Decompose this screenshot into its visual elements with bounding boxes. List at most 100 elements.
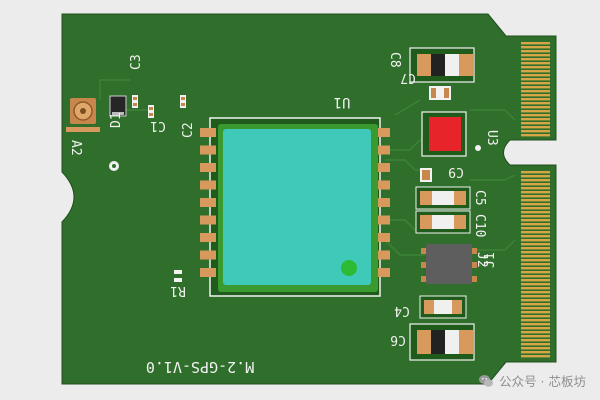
capacitor-c4 xyxy=(419,295,467,319)
gold-finger xyxy=(521,355,550,358)
gold-finger xyxy=(521,243,550,246)
gold-finger xyxy=(521,279,550,282)
resistor-r1 xyxy=(174,270,182,282)
module-pads xyxy=(200,128,390,277)
gold-finger xyxy=(521,327,550,330)
label-c4: C4 xyxy=(394,303,410,318)
gold-finger xyxy=(521,122,550,125)
module-pad xyxy=(200,250,216,260)
gold-finger xyxy=(521,271,550,274)
gold-finger xyxy=(521,191,550,194)
gold-finger xyxy=(521,195,550,198)
label-c5: C5 xyxy=(472,190,487,206)
module-pad xyxy=(200,128,216,137)
gold-finger xyxy=(521,319,550,322)
gold-finger xyxy=(521,130,550,133)
gold-finger xyxy=(521,42,550,45)
gold-finger xyxy=(521,118,550,121)
module-pad xyxy=(374,250,390,260)
gold-finger xyxy=(521,58,550,61)
chip-u3 xyxy=(421,111,481,157)
module-pad xyxy=(200,268,216,277)
gold-finger xyxy=(521,219,550,222)
module-pad xyxy=(374,215,390,225)
gold-finger xyxy=(521,199,550,202)
gold-finger xyxy=(521,247,550,250)
module-pad xyxy=(374,163,390,172)
label-u1: U1 xyxy=(334,94,351,110)
gold-finger xyxy=(521,331,550,334)
capacitor-c6 xyxy=(409,323,475,361)
gold-finger xyxy=(521,110,550,113)
gold-finger xyxy=(521,215,550,218)
gold-finger xyxy=(521,94,550,97)
gold-finger xyxy=(521,102,550,105)
gold-finger xyxy=(521,231,550,234)
module-pad xyxy=(200,163,216,172)
label-c3: C3 xyxy=(129,54,144,70)
gold-finger xyxy=(521,287,550,290)
module-pad xyxy=(374,268,390,277)
gold-finger xyxy=(521,339,550,342)
gold-finger xyxy=(521,223,550,226)
gold-finger xyxy=(521,323,550,326)
wechat-icon xyxy=(479,374,494,387)
gold-finger xyxy=(521,315,550,318)
module-pad xyxy=(374,180,390,190)
gold-finger xyxy=(521,235,550,238)
module-pad xyxy=(374,233,390,242)
module-pad xyxy=(200,180,216,190)
label-c8: C8 xyxy=(387,52,402,68)
label-c10: C10 xyxy=(472,214,487,237)
gold-finger xyxy=(521,183,550,186)
capacitor-c7 xyxy=(429,86,451,100)
antenna-connector xyxy=(66,98,100,132)
module-pad xyxy=(200,215,216,225)
module-pad xyxy=(200,198,216,207)
capacitor-c2 xyxy=(180,95,186,108)
watermark-text: 公众号 · 芯板坊 xyxy=(499,374,586,389)
label-j2: J2 xyxy=(474,252,489,268)
watermark: 公众号 · 芯板坊 xyxy=(478,371,586,390)
gold-finger xyxy=(521,207,550,210)
gold-finger xyxy=(521,227,550,230)
capacitor-c9 xyxy=(420,168,432,182)
label-c7: C7 xyxy=(400,70,416,85)
gold-finger xyxy=(521,251,550,254)
gold-finger xyxy=(521,299,550,302)
label-c9: C9 xyxy=(448,164,464,179)
gps-module-u1 xyxy=(200,117,390,297)
label-c6: C6 xyxy=(390,332,406,347)
gold-finger xyxy=(521,54,550,57)
gold-finger xyxy=(521,291,550,294)
gold-finger xyxy=(521,255,550,258)
board-name-label: M.2-GPS-V1.0 xyxy=(146,358,254,376)
gold-finger xyxy=(521,46,550,49)
gold-finger xyxy=(521,351,550,354)
connector-j2 xyxy=(421,244,477,284)
label-antenna: A2 xyxy=(68,140,83,156)
label-c1: C1 xyxy=(150,118,166,133)
gold-finger xyxy=(521,179,550,182)
label-u3: U3 xyxy=(484,130,499,146)
pin1-dot xyxy=(341,260,357,276)
gold-finger xyxy=(521,106,550,109)
module-pad xyxy=(200,145,216,155)
gold-finger xyxy=(521,74,550,77)
edge-connector-bottom xyxy=(521,171,550,358)
gold-finger xyxy=(521,70,550,73)
gold-finger xyxy=(521,307,550,310)
gold-finger xyxy=(521,78,550,81)
gold-finger xyxy=(521,259,550,262)
gold-finger xyxy=(521,66,550,69)
gold-finger xyxy=(521,171,550,174)
gold-finger xyxy=(521,211,550,214)
gold-finger xyxy=(521,263,550,266)
label-d1: D1 xyxy=(109,112,124,128)
gold-finger xyxy=(521,295,550,298)
label-r1: R1 xyxy=(170,283,186,298)
gold-finger xyxy=(521,239,550,242)
module-pad xyxy=(374,145,390,155)
capacitor-c3 xyxy=(132,95,138,108)
module-pad xyxy=(374,198,390,207)
